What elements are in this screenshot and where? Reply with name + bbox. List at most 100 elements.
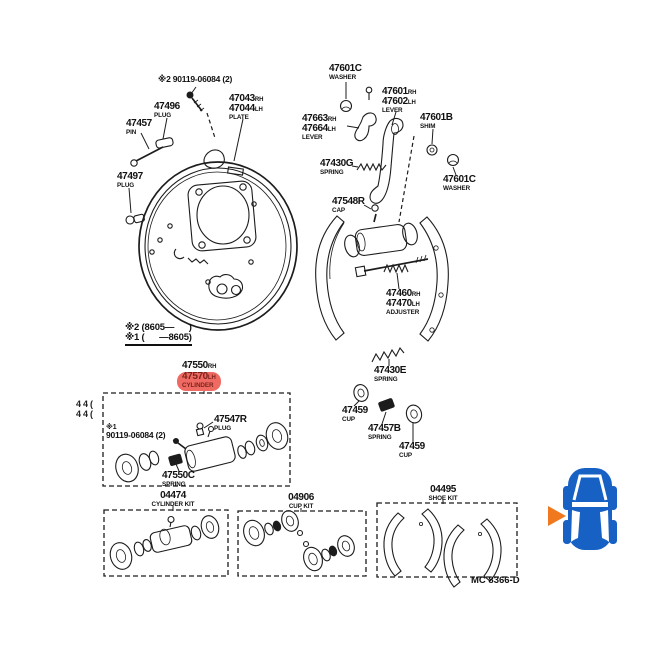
wheel-cylinder-assembled-drawing (342, 205, 419, 259)
roof-band (572, 502, 608, 507)
car-body (563, 468, 617, 550)
rh-lh-subscript: LH (411, 301, 420, 308)
part-descriptor: PLUG (214, 424, 232, 432)
part-number-line: 47496 (154, 101, 180, 112)
part-descriptor: CUP (342, 415, 355, 423)
cup-kit-box (238, 511, 366, 576)
part-descriptor: SPRING (374, 375, 398, 383)
range-note-line1: ※2 (8605— ) (125, 322, 192, 333)
wheel-cylinder-box (103, 393, 290, 486)
part-number-line: 47430E (374, 365, 407, 376)
part-descriptor: PLUG (154, 111, 172, 119)
part-number-line: 47430G (320, 158, 354, 169)
part-number-line: 47601B (420, 112, 453, 123)
doc-code: MC 8366-D (471, 575, 520, 586)
selection-arrow-icon (548, 506, 566, 526)
adjuster-47460-icon (355, 255, 428, 277)
part-number-line: 47570LH (182, 370, 216, 382)
spring-47430g-icon (357, 164, 386, 170)
part-number-line: 47548R (332, 196, 365, 207)
shoe-kit-box (377, 503, 517, 577)
part-number-line: 47497 (117, 171, 143, 182)
cup-kit-drawing (240, 508, 357, 573)
right-window (600, 510, 609, 542)
rh-lh-subscript: LH (207, 374, 216, 381)
part-descriptor: SPRING (368, 433, 392, 441)
washer-47601c-bottom-icon (448, 155, 459, 166)
part-descriptor: PLUG (117, 181, 135, 189)
part-number-line: 47457B (368, 423, 401, 434)
bolt-90119-icon (186, 91, 216, 139)
plug-47496-icon (155, 137, 173, 148)
range-note-line2: ※1 ( —8605) (125, 331, 192, 343)
bolt-small-icon (366, 87, 372, 100)
part-descriptor: WASHER (329, 73, 357, 81)
part-number-line: 04495 (430, 484, 456, 495)
cup-47459-right-icon (404, 403, 423, 424)
car-top-view-icon (548, 468, 617, 550)
part-number-line: 47457 (126, 118, 152, 129)
part-descriptor: LEVER (382, 107, 403, 114)
dashed-guide-line (399, 136, 414, 222)
part-descriptor: CUP KIT (288, 502, 314, 510)
wheel-cylinder-exploded-drawing (113, 420, 291, 484)
part-descriptor: WASHER (443, 184, 471, 192)
part-number-line: 47601C (443, 174, 476, 185)
part-number-line: 47470LH (386, 297, 420, 309)
part-number-line: 47601RH (382, 86, 417, 97)
cylinder-kit-box (104, 510, 228, 576)
rh-lh-subscript: LH (407, 99, 416, 106)
rh-lh-subscript: LH (254, 106, 263, 113)
washer-47601c-top-icon (341, 101, 352, 112)
shim-47601b-icon (427, 145, 437, 155)
part-number-line: 04474 (160, 490, 186, 501)
part-number-line: 47460RH (386, 288, 421, 299)
part-number-line: 47663RH (302, 113, 337, 124)
part-number-line: ※2 90119-06084 (2) (158, 74, 233, 84)
rh-lh-subscript: RH (207, 364, 217, 370)
part-descriptor: SPRING (162, 480, 186, 488)
rh-lh-subscript: RH (254, 97, 264, 103)
rh-lh-subscript: RH (327, 117, 337, 123)
production-range-note: ※2 (8605— ) ※1 ( —8605) (125, 323, 192, 346)
part-descriptor: SHIM (420, 122, 436, 130)
part-number-line: 47602LH (382, 95, 416, 107)
part-descriptor: CYLINDER (182, 382, 214, 389)
part-descriptor: ADJUSTER (386, 309, 420, 316)
part-descriptor: SHOE KIT (428, 494, 458, 502)
windshield-outline (574, 476, 606, 500)
brake-shoe-left-drawing (316, 216, 344, 340)
left-window (571, 510, 580, 542)
lever-47663-icon (355, 113, 376, 141)
part-descriptor: CUP (399, 451, 412, 459)
part-number-line: ※1 (106, 424, 117, 431)
spring-47430e-icon (372, 348, 404, 362)
truncated-edge-note: 44( 44( (76, 399, 95, 419)
part-descriptor: CAP (332, 206, 345, 214)
lever-47601-icon (370, 118, 403, 203)
cylinder-kit-drawing (107, 514, 221, 572)
part-number-line: 47044LH (229, 102, 263, 114)
rh-lh-subscript: RH (411, 292, 421, 298)
part-number-line: 47547R (214, 414, 247, 425)
part-descriptor: SPRING (320, 168, 344, 176)
edge-note-line1: 44( (76, 399, 96, 409)
